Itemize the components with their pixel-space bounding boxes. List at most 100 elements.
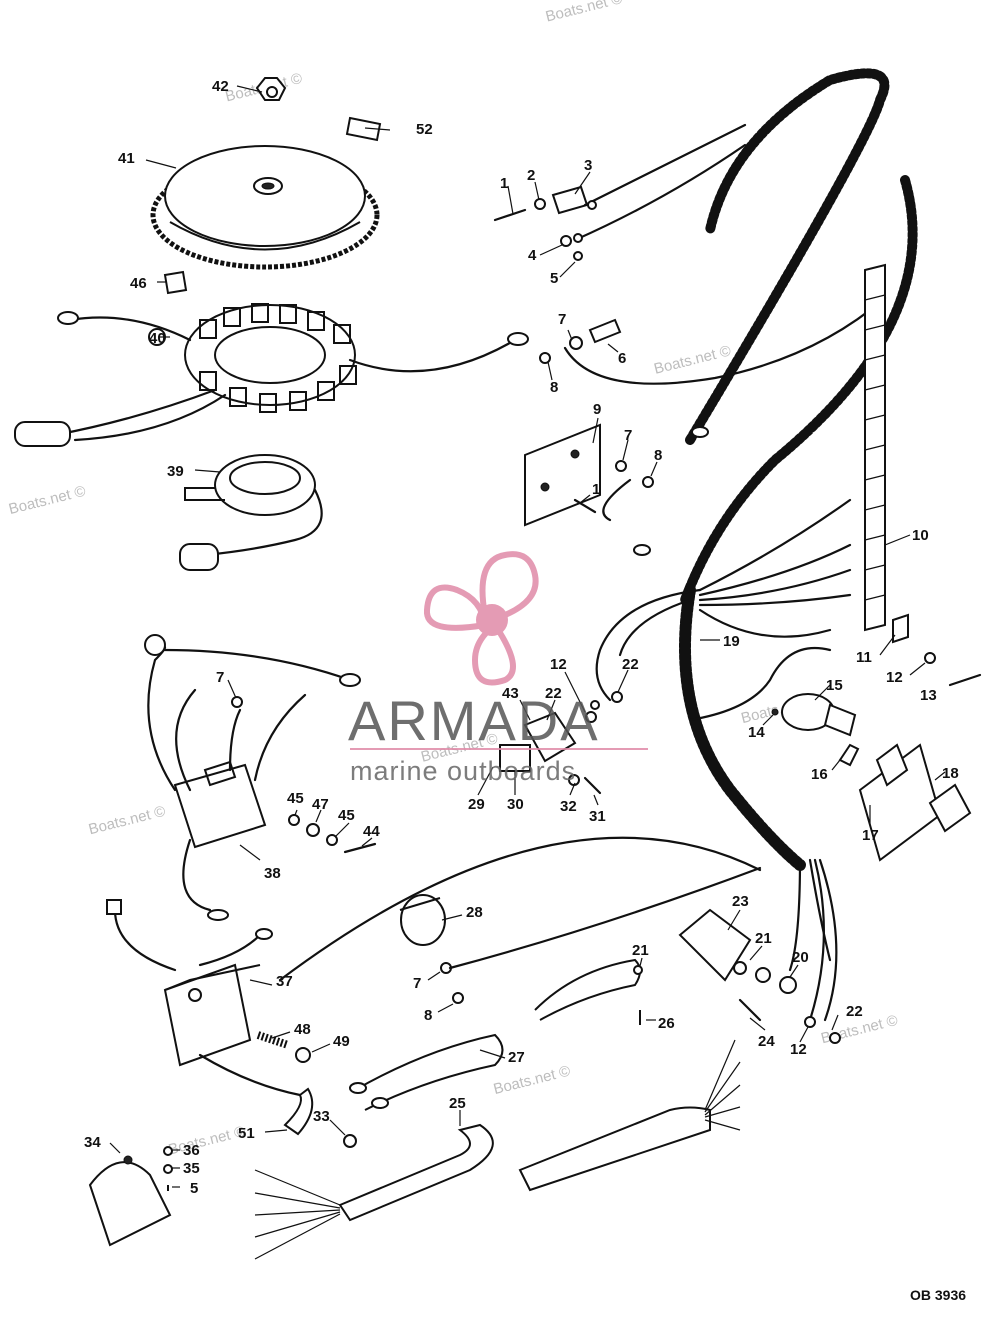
callout-label: 14 xyxy=(748,724,765,741)
callout-label: 34 xyxy=(84,1134,101,1151)
callout-label: 6 xyxy=(618,350,626,367)
callout-label: 2 xyxy=(527,167,535,184)
main-harness-19 xyxy=(278,68,918,1022)
callout-label: 29 xyxy=(468,796,485,813)
flywheel-key-icon xyxy=(345,116,382,142)
temp-switch-34 xyxy=(88,1146,173,1247)
propeller-icon xyxy=(424,551,539,686)
callout-label: 47 xyxy=(312,796,329,813)
flywheel-assembly xyxy=(150,77,382,270)
callout-label: 12 xyxy=(790,1041,807,1058)
callout-label: 4 xyxy=(528,247,537,264)
callout-label: 3 xyxy=(584,157,592,174)
callout-label: 18 xyxy=(942,765,959,782)
callout-label: 28 xyxy=(466,904,483,921)
callout-label: 1 xyxy=(592,481,600,498)
temp-switch-icon xyxy=(88,1161,172,1247)
screw-icon xyxy=(493,208,527,222)
jumper-icon xyxy=(892,613,909,644)
callout-label: 1 xyxy=(500,175,508,192)
callout-label: 7 xyxy=(413,975,421,992)
callout-label: 36 xyxy=(183,1142,200,1159)
callout-label: 7 xyxy=(624,427,632,444)
callout-label: 51 xyxy=(238,1125,255,1142)
solenoid-icon xyxy=(400,894,446,946)
callout-label: 32 xyxy=(560,798,577,815)
brand-logo: ARMADA marine outboards xyxy=(348,551,648,786)
terminal-block-10 xyxy=(864,263,982,687)
stator-assembly xyxy=(14,270,529,447)
callout-label: 38 xyxy=(264,865,281,882)
terminal-stud-icon xyxy=(588,318,622,344)
brand-tagline: marine outboards xyxy=(350,756,576,786)
callout-label: 37 xyxy=(276,973,293,990)
callout-label: 7 xyxy=(558,311,566,328)
watermark-text: Boats.net © xyxy=(7,483,87,519)
callout-label: 25 xyxy=(449,1095,466,1112)
spark-boot-icon xyxy=(283,1087,314,1136)
battery-cables xyxy=(349,958,643,1111)
callout-label: 26 xyxy=(658,1015,675,1032)
timer-base-icon xyxy=(214,454,316,516)
callout-label: 49 xyxy=(333,1033,350,1050)
callout-label: 12 xyxy=(550,656,567,673)
callout-label: 42 xyxy=(212,78,229,95)
callout-label: 33 xyxy=(313,1108,330,1125)
callout-label: 44 xyxy=(363,823,380,840)
callout-label: 11 xyxy=(856,649,872,666)
watermark-text: Boats.net © xyxy=(544,0,624,26)
rectifier-9 xyxy=(524,423,654,527)
callout-label: 40 xyxy=(149,330,166,347)
screw-icon xyxy=(738,998,762,1022)
callout-label: 45 xyxy=(338,807,355,824)
callout-label: 35 xyxy=(183,1160,200,1177)
drawing-code: OB 3936 xyxy=(910,1287,966,1303)
callout-label: 41 xyxy=(118,150,135,167)
callout-label: 5 xyxy=(550,270,558,287)
power-pack-37 xyxy=(106,899,357,1148)
timer-base-assembly xyxy=(179,454,323,571)
screw-icon xyxy=(343,842,377,854)
watermark-text: Boats.net © xyxy=(87,803,167,839)
callout-label: 7 xyxy=(216,669,224,686)
starter-solenoid-23 xyxy=(678,908,841,1044)
callout-label: 21 xyxy=(632,942,649,959)
watermark-text: Boats.net © xyxy=(167,1123,247,1159)
callout-label: 46 xyxy=(130,275,147,292)
power-pack-38 xyxy=(144,634,377,921)
propeller-hub-icon xyxy=(476,604,508,636)
callout-label: 13 xyxy=(920,687,937,704)
callout-label: 16 xyxy=(811,766,828,783)
callout-label: 22 xyxy=(622,656,639,673)
rectifier-icon xyxy=(524,423,601,527)
screw-icon xyxy=(163,270,188,295)
callout-label: 8 xyxy=(424,1007,432,1024)
screw-icon xyxy=(948,673,982,687)
callout-label: 27 xyxy=(508,1049,525,1066)
watermark-text: Boats.net © xyxy=(652,342,732,378)
ignition-key-icon xyxy=(838,743,860,767)
callout-label: 22 xyxy=(846,1003,863,1020)
callout-label: 21 xyxy=(755,930,772,947)
callout-label: 23 xyxy=(732,893,749,910)
brand-name: ARMADA xyxy=(348,689,600,752)
callout-label: 24 xyxy=(758,1033,775,1050)
callout-label: 8 xyxy=(550,379,558,396)
callout-label: 43 xyxy=(502,685,519,702)
harness-25 xyxy=(254,1039,741,1260)
callout-label: 5 xyxy=(190,1180,198,1197)
callout-label: 30 xyxy=(507,796,524,813)
callout-label: 31 xyxy=(589,808,606,825)
callout-label: 19 xyxy=(723,633,740,650)
power-pack-icon xyxy=(163,963,252,1067)
callout-label: 12 xyxy=(886,669,903,686)
flywheel-nut-icon xyxy=(255,77,287,101)
callout-label: 48 xyxy=(294,1021,311,1038)
key-switch-15 xyxy=(771,693,972,862)
leader-lines xyxy=(109,85,946,1188)
callout-label: 20 xyxy=(792,949,809,966)
callout-label: 52 xyxy=(416,121,433,138)
terminal-6-7-8 xyxy=(539,296,887,385)
